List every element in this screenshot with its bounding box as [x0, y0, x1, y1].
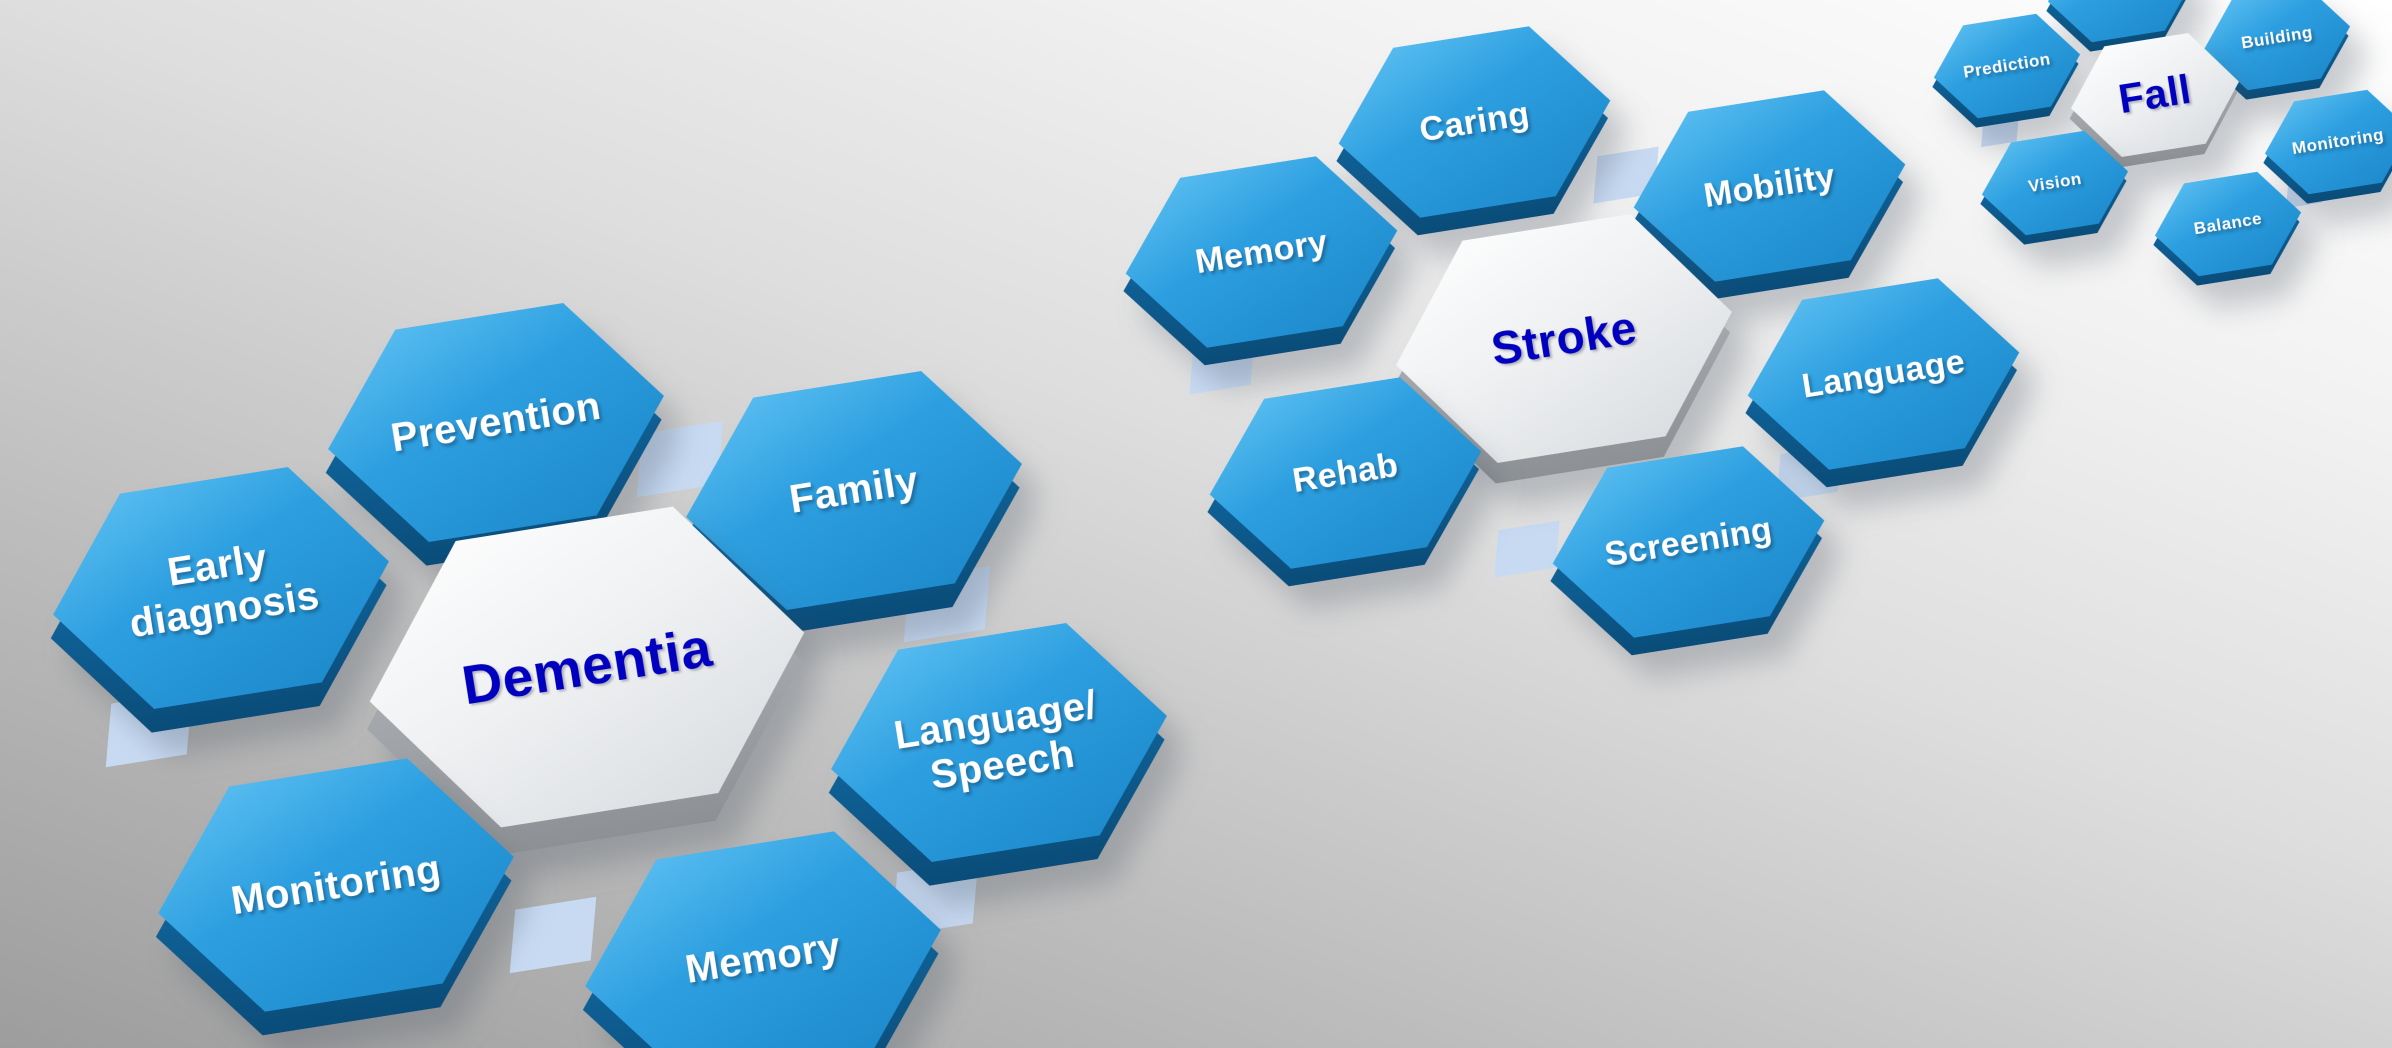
hexagon-balance: Balance: [2148, 166, 2309, 282]
hexagon-label: Balance: [2192, 209, 2264, 239]
hexagon-prediction: Prediction: [1927, 8, 2088, 124]
hexagon-label: Prediction: [1961, 49, 2053, 83]
